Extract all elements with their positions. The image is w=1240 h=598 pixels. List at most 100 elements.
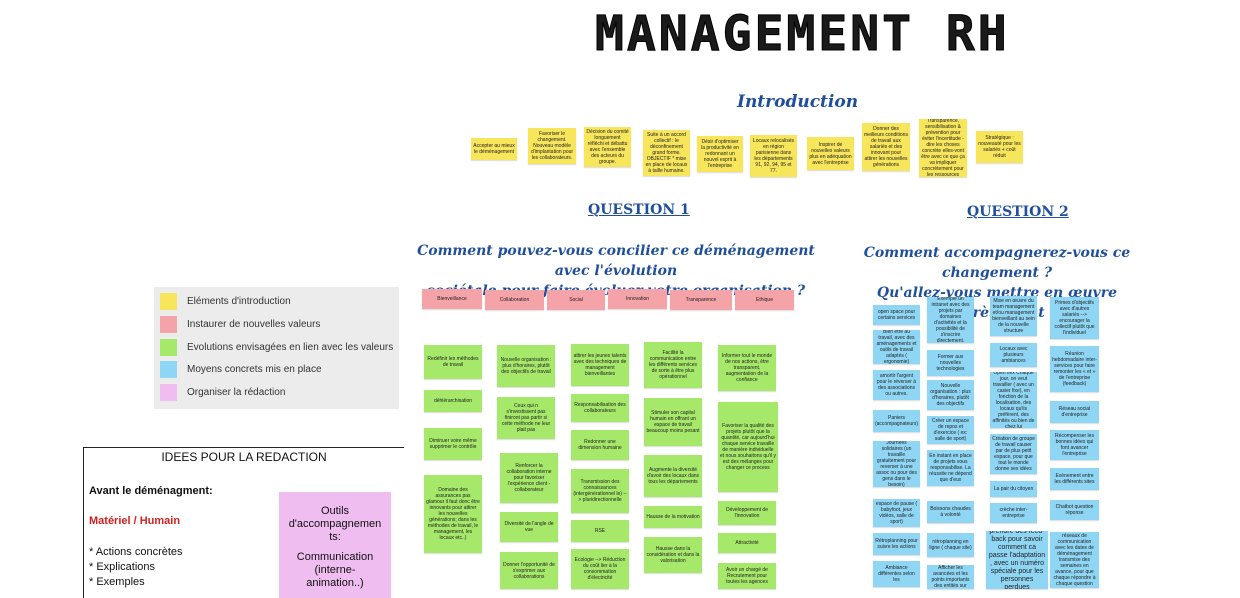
action-note[interactable]: Réunion hebdomadaire inter-services pour… xyxy=(1050,346,1099,392)
tools-line: d'accompagnemen xyxy=(288,518,382,530)
evolution-note[interactable]: Favoriser la qualité des projets plutôt … xyxy=(718,402,778,492)
page-title: MANAGEMENT RH xyxy=(595,6,1010,63)
action-note[interactable]: Récompenser les bonnes idées qui font av… xyxy=(1050,430,1099,460)
action-note[interactable]: Locaux avec plusieurs ambiances xyxy=(990,343,1037,367)
legend-item: Eléments d'introduction xyxy=(160,292,291,310)
action-note[interactable]: En instant en place de projets vous resp… xyxy=(927,450,974,486)
action-note[interactable]: Open flex Chaque jour, on veut travaille… xyxy=(990,372,1037,428)
ideas-bullet: * Actions concrètes xyxy=(89,546,183,558)
action-note[interactable]: Former aux nouvelles technologies xyxy=(927,350,974,376)
legend-swatch-yellow xyxy=(160,292,177,310)
legend-label: Moyens concrets mis en place xyxy=(187,363,322,375)
evolution-note[interactable]: Diminuer voire même supprimer le contrôl… xyxy=(424,428,482,460)
action-note[interactable]: Ambiance différentes selon les xyxy=(873,561,920,587)
action-note[interactable]: Rétroplanning pour suivre les actions xyxy=(873,533,920,555)
action-note[interactable]: open space pour certains services xyxy=(873,305,920,325)
question-1-line1: Comment pouvez-vous concilier ce déménag… xyxy=(417,243,815,279)
action-note[interactable]: Boissons chaudes à volonté xyxy=(927,501,974,523)
action-note[interactable]: rétroplanning en ligne ( chaque site) xyxy=(927,533,974,557)
value-note[interactable]: Ethique xyxy=(735,290,794,310)
evolution-note[interactable]: Redonner une dimension humaine xyxy=(571,430,629,460)
value-note[interactable]: Bienveillance xyxy=(422,289,482,309)
legend-swatch-pink xyxy=(160,383,177,401)
legend-label: Organiser la rédaction xyxy=(187,386,286,398)
legend-item: Moyens concrets mis en place xyxy=(160,360,322,378)
action-note[interactable]: Exemple un intranet avec des projets par… xyxy=(927,297,974,343)
legend: Eléments d'introduction Instaurer de nou… xyxy=(154,287,399,409)
evolution-note[interactable]: Diversité de l'angle de vue xyxy=(500,512,558,542)
sticky-note-intro[interactable]: Inspirer de nouvelles valeurs plus en ad… xyxy=(807,137,854,170)
legend-label: Evolutions envisagées en lien avec les v… xyxy=(187,341,394,353)
evolution-note[interactable]: Renforcer la collaboration interne pour … xyxy=(500,453,558,503)
value-note[interactable]: Social xyxy=(547,290,605,310)
action-note[interactable]: crèche inter-entreprise xyxy=(990,503,1037,523)
sticky-note-intro[interactable]: Accepter au mieux le déménagement xyxy=(471,138,517,160)
evolution-note[interactable]: Facilité la communication entre les diff… xyxy=(644,342,702,388)
evolution-note[interactable]: Attractivité xyxy=(718,533,776,553)
action-note[interactable]: Mise en œuvre du team management et/ou m… xyxy=(990,296,1037,336)
value-note[interactable]: Transparence xyxy=(670,290,732,310)
evolution-note[interactable]: Augmente la diversité d'avoir des locaux… xyxy=(644,455,702,497)
intro-title: Introduction xyxy=(737,92,859,112)
action-note[interactable]: La pair du citoyen xyxy=(990,481,1037,497)
sticky-note-intro[interactable]: Désir d'optimiser la productivité en red… xyxy=(697,136,743,172)
action-note[interactable]: réseaux de communication avec les dates … xyxy=(1050,532,1099,588)
sticky-note-intro[interactable]: Locaux relocalisés en région parisienne … xyxy=(750,135,797,177)
evolution-note[interactable]: Ceux qui n s'investissent pas finiront p… xyxy=(497,397,555,439)
action-note[interactable]: Créer un espace de repos et d'exercice (… xyxy=(927,416,974,444)
action-note[interactable]: prendre des feed-back pour savoir commen… xyxy=(986,531,1048,589)
evolution-note[interactable]: Redéfinir les méthodes de travail xyxy=(424,345,482,379)
sticky-note-intro[interactable]: Suite à un accord collectif : le déconfi… xyxy=(643,130,690,176)
action-note[interactable]: Evènement entre les différents sites xyxy=(1050,468,1099,490)
action-note[interactable]: Primes d'objectifs avec d'autres salarié… xyxy=(1050,297,1099,339)
evolution-note[interactable]: Responsabilisation des collaborateurs xyxy=(571,394,629,422)
evolution-note[interactable]: Stimuler son capital humain en offrant u… xyxy=(644,398,702,446)
action-note[interactable]: Nouvelle organisation : plus d'horaires,… xyxy=(927,380,974,410)
question-1-label: QUESTION 1 xyxy=(588,202,690,218)
action-note[interactable]: Paniers (accompagnateurs) xyxy=(873,410,920,432)
evolution-note[interactable]: Domaine des assurances pas glamour il fa… xyxy=(424,475,482,553)
legend-swatch-blue xyxy=(160,360,177,378)
question-2-line1: Comment accompagnerez-vous ce changement… xyxy=(863,245,1131,281)
ideas-subheading: Avant le déménagment: xyxy=(89,485,213,497)
value-note[interactable]: Collaboration xyxy=(485,290,544,310)
evolution-note[interactable]: Donner l'opportunité de s'exprimer aux c… xyxy=(500,552,558,589)
tools-line: Outils xyxy=(320,505,350,517)
legend-label: Instaurer de nouvelles valeurs xyxy=(187,318,321,330)
action-note[interactable]: Création de groupe de travail causer par… xyxy=(990,434,1037,474)
action-note[interactable]: Réseau social d'entreprise xyxy=(1050,401,1099,423)
sticky-note-intro[interactable]: Stratégique : nouveauté pour les salarié… xyxy=(976,131,1023,163)
evolution-note[interactable]: Développement de l'innovation xyxy=(718,501,776,525)
action-note[interactable]: Afficher les avancées et les points impo… xyxy=(927,565,974,589)
ideas-header: IDEES POUR LA REDACTION xyxy=(161,450,327,464)
ideas-red-label: Matériel / Humain xyxy=(89,515,181,527)
evolution-note[interactable]: Ecologie --> Réduction du coût lier à la… xyxy=(571,549,629,589)
value-note[interactable]: Innovation xyxy=(608,289,667,309)
evolution-note[interactable]: Transmission des connaissances (intergén… xyxy=(571,469,629,513)
action-note[interactable]: Chatbot question réponse xyxy=(1050,500,1099,520)
evolution-note[interactable]: Avoir un chargé de Recrutement pour tout… xyxy=(718,563,776,589)
action-note[interactable]: Bien être au travail, avec des aménageme… xyxy=(873,330,920,364)
tools-line: (interne- xyxy=(314,564,356,576)
evolution-note[interactable]: attirer les jeunes talents avec des tech… xyxy=(571,344,629,386)
legend-label: Eléments d'introduction xyxy=(187,295,291,307)
evolution-note[interactable]: déhiérarchisation xyxy=(424,390,482,412)
ideas-bullet: * Exemples xyxy=(89,576,145,588)
evolution-note[interactable]: Nouvelle organisation : plus d'horaires,… xyxy=(497,345,555,387)
sticky-note-intro[interactable]: Donner des meilleurs conditions de trava… xyxy=(862,123,910,171)
action-note[interactable]: espace de pause ( babyfoot, jeux vidéos,… xyxy=(873,499,920,527)
sticky-note-intro[interactable]: Favoriser le changement. Nouveau modèle … xyxy=(528,128,576,164)
legend-swatch-green xyxy=(160,338,177,356)
evolution-note[interactable]: Hausse de la motivation xyxy=(644,506,702,528)
ideas-panel: IDEES POUR LA REDACTION Avant le déménag… xyxy=(83,447,404,598)
tools-note[interactable]: Outils d'accompagnemen ts: Communication… xyxy=(279,492,391,598)
evolution-note[interactable]: Hausse dans la considération et dans la … xyxy=(644,537,702,573)
evolution-note[interactable]: Informer tout le monde de nos actions, ê… xyxy=(718,345,776,391)
question-2-label: QUESTION 2 xyxy=(967,204,1069,220)
tools-line: Communication xyxy=(296,551,374,563)
sticky-note-intro[interactable]: Décision du comité longuement réfléchi e… xyxy=(584,127,631,167)
action-note[interactable]: Journées solidaires (un travaille gratui… xyxy=(873,441,920,487)
action-note[interactable]: amortir l'argent pour le réverser à des … xyxy=(873,370,920,400)
evolution-note[interactable]: RSE xyxy=(571,520,629,542)
sticky-note-intro[interactable]: Transparence, sensibilisation & préventi… xyxy=(919,119,967,177)
